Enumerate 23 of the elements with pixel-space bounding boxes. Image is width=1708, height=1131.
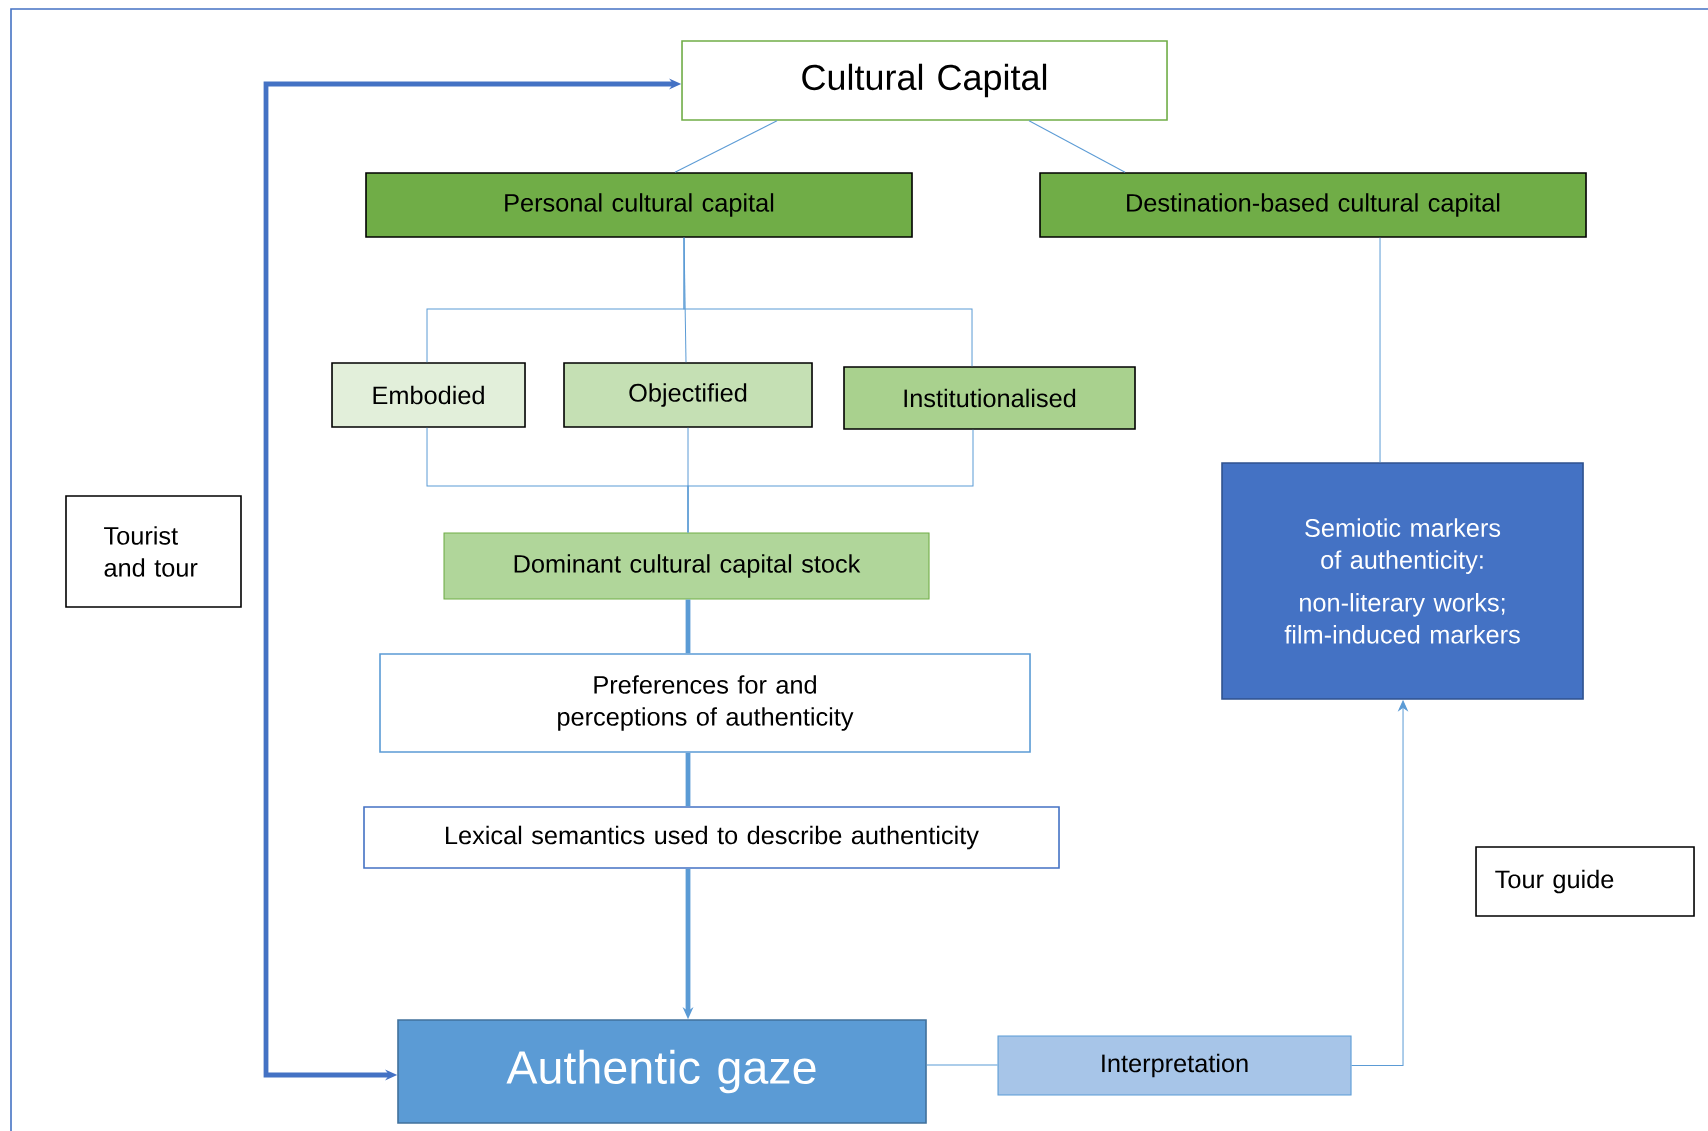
concept-box: Objectified [563,362,813,428]
text-box: Tourist and tour [65,495,242,608]
concept-box: Semiotic markers of authenticity: non-literary works; film-induced markers [1221,462,1584,700]
concept-box: Cultural Capital [681,40,1168,121]
concept-box: Embodied [331,362,526,428]
concept-box: Institutionalised [843,366,1136,430]
connector [683,237,973,367]
concept-box: Dominant cultural capital stock [443,532,930,600]
concept-box: Personal cultural capital [365,172,913,238]
connector [926,1064,998,1066]
connector [687,429,974,533]
concept-box: Lexical semantics used to describe authenticity [363,806,1060,869]
connector [1351,700,1408,1066]
connector [1028,120,1126,173]
text-box: Tour guide [1475,846,1695,917]
concept-box: Destination-based cultural capital [1039,172,1587,238]
concept-box: Preferences for and perceptions of authenticity [379,653,1031,753]
connector [1379,237,1381,463]
concept-box: Interpretation [997,1035,1352,1096]
connector [685,752,691,807]
connector [685,599,691,654]
connector [674,120,778,173]
outcome-box: Authentic gaze [397,1019,927,1124]
